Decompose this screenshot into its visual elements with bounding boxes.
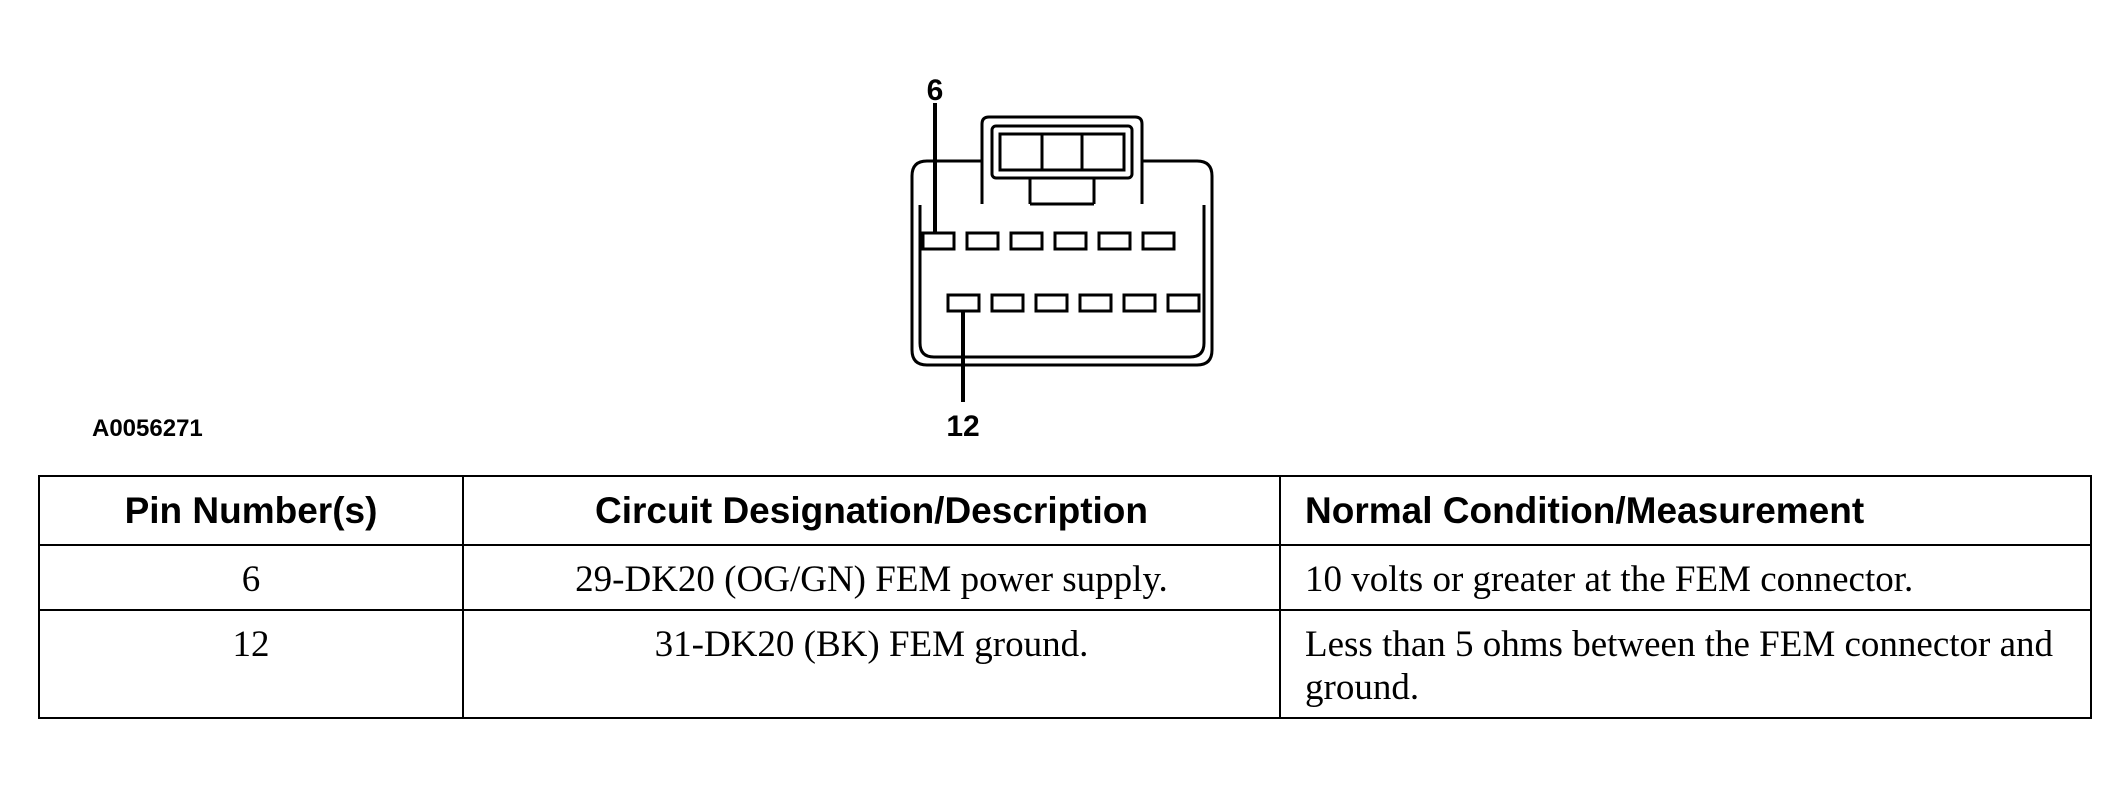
pin-cavity <box>1009 231 1044 251</box>
connector-body <box>910 115 1214 367</box>
pin-label-12: 12 <box>946 410 979 443</box>
figure-id: A0056271 <box>92 415 203 442</box>
cell-pin-number: 6 <box>38 544 464 611</box>
pin-row-top <box>921 231 1176 251</box>
pin-table: Pin Number(s) Circuit Designation/Descri… <box>38 475 2092 719</box>
cell-pin-number: 12 <box>38 609 464 719</box>
cell-circuit: 29-DK20 (OG/GN) FEM power supply. <box>462 544 1281 611</box>
pin-cavity <box>1097 231 1132 251</box>
pin-cavity <box>1141 231 1176 251</box>
column-header-circuit: Circuit Designation/Description <box>462 475 1281 546</box>
pin-cavity <box>921 231 956 251</box>
cell-circuit: 31-DK20 (BK) FEM ground. <box>462 609 1281 719</box>
pin-cavity <box>1122 293 1157 313</box>
pin-label-6: 6 <box>927 74 944 107</box>
column-header-pin-number: Pin Number(s) <box>38 475 464 546</box>
cell-condition: Less than 5 ohms between the FEM connect… <box>1279 609 2092 719</box>
pin-cavity <box>965 231 1000 251</box>
table-row: 12 31-DK20 (BK) FEM ground. Less than 5 … <box>38 609 2092 719</box>
pin-cavity <box>1166 293 1201 313</box>
pin-cavity <box>1053 231 1088 251</box>
pin-cavity <box>1078 293 1113 313</box>
pin-cavity <box>1034 293 1069 313</box>
pin-cavity <box>946 293 981 313</box>
connector-diagram: 6 12 A0056271 <box>92 74 1214 443</box>
table-header-row: Pin Number(s) Circuit Designation/Descri… <box>38 475 2092 546</box>
table-row: 6 29-DK20 (OG/GN) FEM power supply. 10 v… <box>38 544 2092 611</box>
pin-row-bottom <box>946 293 1201 313</box>
column-header-condition: Normal Condition/Measurement <box>1279 475 2092 546</box>
cell-condition: 10 volts or greater at the FEM connector… <box>1279 544 2092 611</box>
pin-cavity <box>990 293 1025 313</box>
